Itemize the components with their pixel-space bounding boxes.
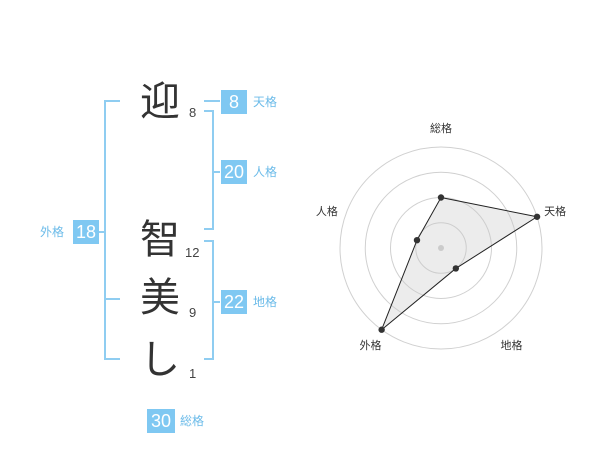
gaikaku-bracket-bottom [104,358,120,360]
radar-axis-label-地格: 地格 [501,338,523,352]
radar-point-人格 [413,236,421,244]
tenkaku-connector [204,100,220,102]
chikaku-bracket-vertical [212,240,214,360]
gaikaku-connector [98,231,106,233]
jinkaku-label: 人格 [253,165,278,179]
name-char-3: 美 [140,275,180,321]
radar-polygon [381,196,539,331]
name-char-4: し [140,337,180,383]
soukaku-value: 30 [147,409,175,433]
chikaku-connector [212,301,220,303]
soukaku-label: 総格 [180,414,205,428]
tenkaku-value: 8 [221,90,247,114]
gaikaku-label: 外格 [40,225,65,239]
chikaku-label: 地格 [253,295,278,309]
jinkaku-bracket-bottom [204,228,214,230]
radar-ring-3 [364,171,518,325]
chikaku-bracket-top [204,240,214,242]
gaikaku-bracket-vertical [104,100,106,360]
chikaku-value: 22 [221,290,247,314]
radar-axis-label-人格: 人格 [316,204,338,218]
radar-center-dot [438,245,444,251]
tenkaku-label: 天格 [253,95,278,109]
jinkaku-bracket-vertical [212,110,214,230]
radar-ring-4 [339,146,543,350]
jinkaku-value: 20 [221,160,247,184]
jinkaku-bracket-top [204,110,214,112]
name-char-1: 迎 [140,79,180,125]
gaikaku-value: 18 [73,220,99,244]
radar-axis-label-外格: 外格 [359,338,381,352]
stroke-count-3: 9 [189,305,197,320]
radar-point-地格 [452,265,460,272]
radar-point-外格 [378,326,385,333]
radar-point-天格 [533,213,541,220]
gaikaku-bracket-mid [104,298,120,300]
radar-ring-1 [415,222,467,274]
stroke-count-4: 1 [189,366,197,381]
stroke-count-2: 12 [185,245,200,260]
gaikaku-bracket-top [104,100,120,102]
name-char-2: 智 [140,217,180,263]
chikaku-bracket-bottom [204,358,214,360]
radar-axis-label-総格: 総格 [430,121,452,135]
jinkaku-connector [212,171,220,173]
stroke-count-1: 8 [189,105,197,120]
radar-axis-label-天格: 天格 [544,204,566,218]
radar-point-総格 [437,194,445,201]
